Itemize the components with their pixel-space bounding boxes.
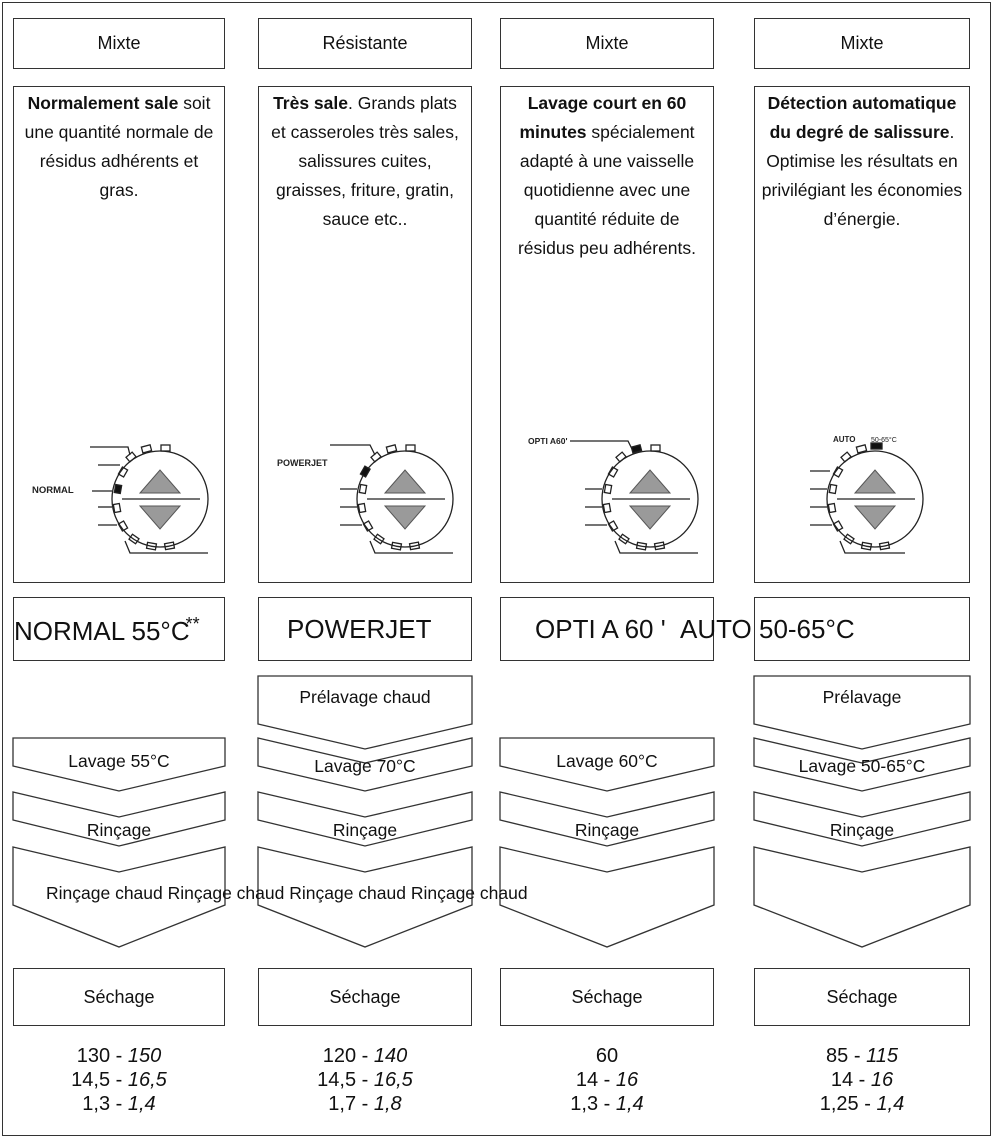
value-duration-3: 60 (595, 1045, 619, 1067)
step-prewash-4: Prélavage (822, 687, 902, 707)
step-shape-prewash-2 (257, 675, 473, 750)
column-header-4: Mixte (754, 18, 970, 69)
program-dial-icon-3: OPTI A60' (528, 436, 699, 554)
step-rinse-4: Rinçage (829, 820, 895, 840)
step-shape-prewash-4 (753, 675, 971, 750)
step-shape-rinse-4 (753, 791, 971, 847)
program-dial-icon-4: AUTO 50-65°C (810, 435, 924, 554)
value-water-2: 14,5 - 16,5 (317, 1069, 413, 1091)
step-wash-2: Lavage 70°C (314, 756, 416, 776)
value-energy-4: 1,25 - 1,4 (819, 1093, 905, 1115)
value-energy-1: 1,3 - 1,4 (82, 1093, 156, 1115)
dial-label-1: NORMAL (32, 485, 74, 496)
column-header-1: Mixte (13, 18, 225, 69)
description-text-4: . Optimise les résultats en privilégiant… (761, 122, 963, 229)
step-rinse-2: Rinçage (332, 820, 398, 840)
description-bold-1: Normalement sale (27, 93, 179, 113)
step-drying-4: Séchage (754, 968, 970, 1026)
value-duration-1: 130 - 150 (76, 1045, 162, 1067)
program-name-box-4 (754, 597, 970, 661)
step-wash-3: Lavage 60°C (556, 751, 658, 771)
step-drying-3: Séchage (500, 968, 714, 1026)
dial-label-4: AUTO (833, 435, 856, 444)
description-bold-2: Très sale (273, 93, 348, 113)
program-values-1: 130 - 150 14,5 - 16,5 1,3 - 1,4 (9, 1044, 229, 1116)
value-energy-3: 1,3 - 1,4 (570, 1093, 644, 1115)
step-shape-wash-3 (499, 737, 715, 792)
step-shape-wash-4 (753, 737, 971, 792)
program-name-3: OPTI A 60 ' (535, 614, 666, 644)
program-name-box-1 (13, 597, 225, 661)
description-bold-4: Détection automatique du degré de saliss… (767, 93, 957, 142)
program-description-3: Lavage court en 60 minutes spécialement … (500, 86, 714, 583)
program-values-2: 120 - 140 14,5 - 16,5 1,7 - 1,8 (255, 1044, 475, 1116)
program-description-1: Normalement sale soit une quantité norma… (13, 86, 225, 583)
program-dial-icon-2: POWERJET (277, 444, 454, 554)
program-description-2: Très sale. Grands plats et casseroles tr… (258, 86, 472, 583)
column-header-3: Mixte (500, 18, 714, 69)
dial-label-2: POWERJET (277, 458, 328, 468)
description-text-3: spécialement adapté à une vaisselle quot… (517, 122, 697, 258)
program-name-2: POWERJET (287, 614, 432, 644)
step-shape-rinse-1 (12, 791, 226, 847)
value-duration-4: 85 - 115 (826, 1045, 898, 1067)
program-description-4: Détection automatique du degré de saliss… (754, 86, 970, 583)
dial-label-3: OPTI A60' (528, 436, 568, 446)
step-wash-1: Lavage 55°C (68, 751, 170, 771)
step-hot-rinse-line: Rinçage chaud Rinçage chaud Rinçage chau… (46, 883, 528, 903)
program-dial-icon-1: NORMAL (32, 444, 209, 554)
program-values-3: 60 14 - 16 1,3 - 1,4 (497, 1044, 717, 1116)
value-water-3: 14 - 16 (575, 1069, 639, 1091)
dial-label-4-temp: 50-65°C (871, 436, 897, 444)
step-shape-wash-2 (257, 737, 473, 792)
program-name-1: NORMAL 55°C** (14, 614, 200, 647)
step-shape-rinse-2 (257, 791, 473, 847)
step-prewash-2: Prélavage chaud (299, 687, 431, 707)
description-text-1: soit une quantité normale de résidus adh… (24, 93, 214, 200)
program-name-4: AUTO 50-65°C (680, 614, 855, 644)
column-header-2: Résistante (258, 18, 472, 69)
program-name-box-3 (500, 597, 714, 661)
program-footnote-mark: ** (185, 614, 200, 634)
value-duration-2: 120 - 140 (322, 1045, 408, 1067)
step-shape-hot-rinse-2 (257, 846, 473, 948)
program-name-box-2 (258, 597, 472, 661)
step-shape-hot-rinse-4 (753, 846, 971, 948)
value-energy-2: 1,7 - 1,8 (328, 1093, 402, 1115)
step-shape-rinse-3 (499, 791, 715, 847)
step-wash-4: Lavage 50-65°C (798, 756, 926, 776)
step-drying-1: Séchage (13, 968, 225, 1026)
description-text-2: . Grands plats et casseroles très sales,… (271, 93, 459, 229)
program-name-1-text: NORMAL 55°C (14, 616, 190, 646)
step-shape-wash-1 (12, 737, 226, 792)
step-rinse-3: Rinçage (574, 820, 640, 840)
program-values-4: 85 - 115 14 - 16 1,25 - 1,4 (752, 1044, 972, 1116)
step-drying-2: Séchage (258, 968, 472, 1026)
step-shape-hot-rinse-1 (12, 846, 226, 948)
description-bold-3: Lavage court en 60 minutes (519, 93, 687, 142)
step-rinse-1: Rinçage (86, 820, 152, 840)
value-water-1: 14,5 - 16,5 (71, 1069, 167, 1091)
value-water-4: 14 - 16 (830, 1069, 894, 1091)
step-shape-hot-rinse-3 (499, 846, 715, 948)
